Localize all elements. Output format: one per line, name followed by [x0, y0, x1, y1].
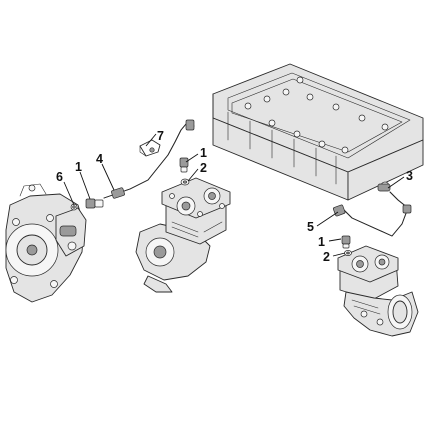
fitting-1-left [85, 198, 104, 209]
washer-2-middle [180, 178, 190, 186]
washer-2-right [344, 250, 352, 256]
callout-2-right: 2 [323, 250, 330, 264]
callout-2-middle: 2 [200, 161, 207, 175]
callout-1-middle: 1 [200, 146, 207, 160]
leader-lines [63, 133, 405, 257]
callout-1-left: 1 [75, 160, 82, 174]
callout-labels: 6 1 4 7 1 2 3 5 1 2 [56, 129, 413, 264]
pipe-4 [103, 119, 195, 199]
fitting-6-left [70, 203, 78, 211]
right-air-compressor [337, 245, 419, 337]
head-bolts [244, 76, 389, 154]
callout-3: 3 [406, 169, 413, 183]
callout-6: 6 [56, 170, 63, 184]
callout-4: 4 [96, 152, 103, 166]
fitting-1-middle [179, 157, 189, 173]
callout-1-right: 1 [318, 235, 325, 249]
callout-5: 5 [307, 220, 314, 234]
left-pump-housing [5, 183, 87, 303]
middle-air-compressor [135, 177, 231, 293]
fitting-1-right [341, 235, 351, 249]
callout-7: 7 [157, 129, 164, 143]
engine-cylinder-head [212, 63, 424, 201]
